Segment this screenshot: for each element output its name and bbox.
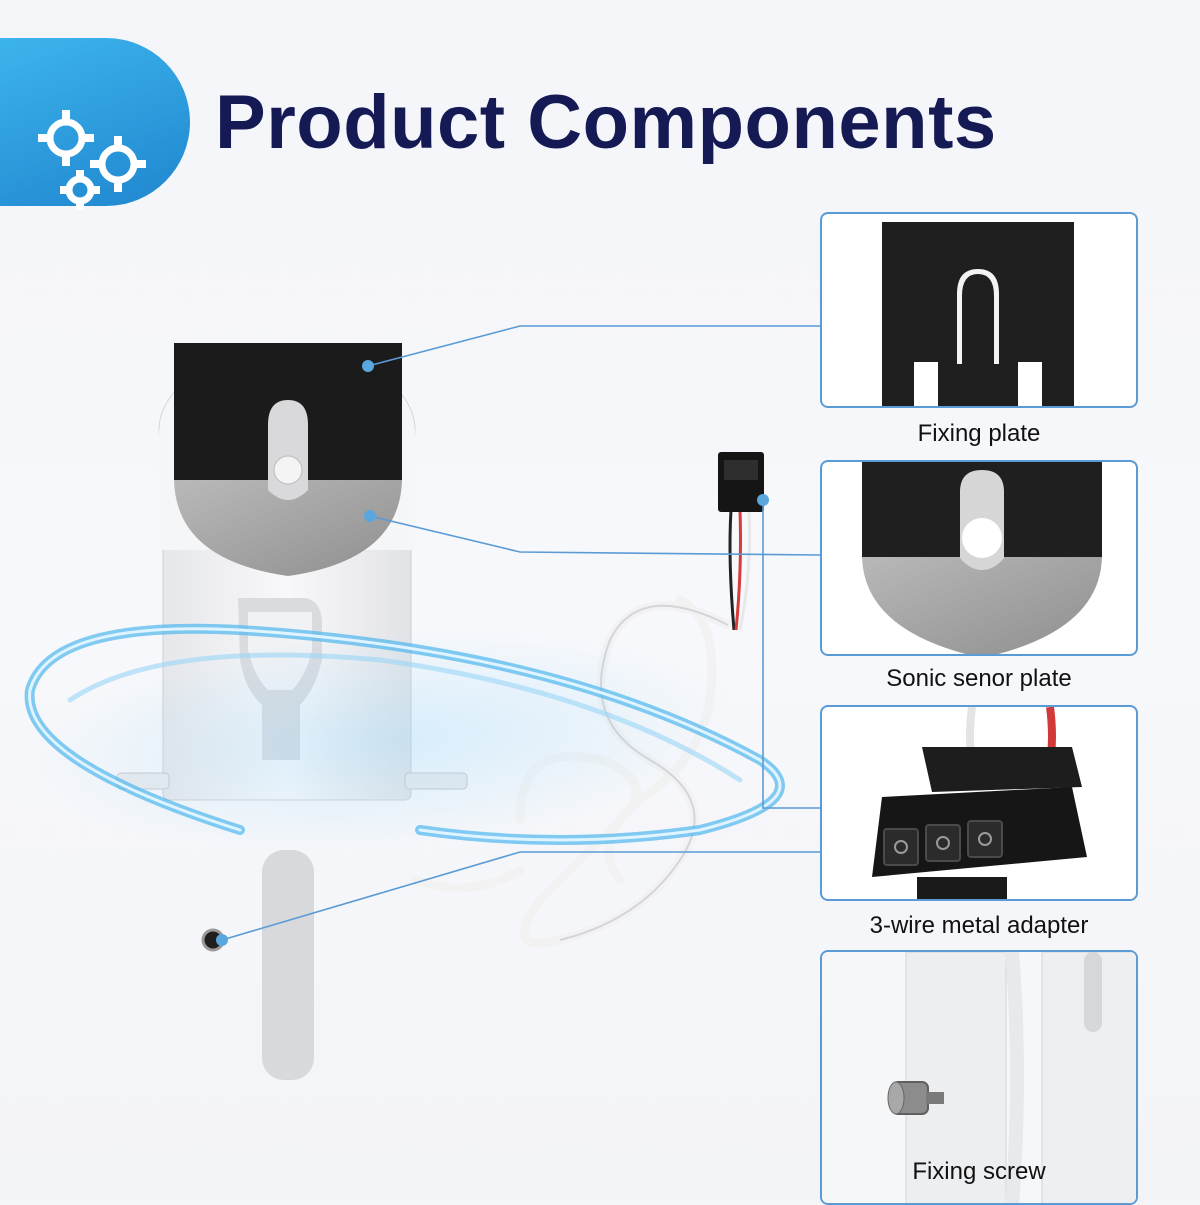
callout-line-sonic-sensor xyxy=(369,515,821,556)
three-wire-adapter-caption: 3-wire metal adapter xyxy=(869,912,1089,939)
sonic-sensor-plate-image xyxy=(862,462,1102,654)
callout-line-fixing-plate xyxy=(367,325,820,367)
fixing-screw-caption: Fixing screw xyxy=(912,1158,1046,1185)
callout-line-screw xyxy=(221,851,820,941)
sonic-sensor-plate-panel xyxy=(820,460,1138,656)
page-title: Product Components xyxy=(215,80,997,165)
sonic-sensor-plate-mark xyxy=(174,480,402,576)
sonic-sensor-plate-caption: Sonic senor plate xyxy=(886,665,1072,692)
header-tab xyxy=(0,38,190,210)
fixing-plate-panel xyxy=(820,212,1138,408)
fixing-plate-image xyxy=(882,222,1074,406)
gears-icon xyxy=(38,110,146,210)
three-wire-adapter-image xyxy=(872,707,1087,899)
three-wire-adapter-panel xyxy=(820,705,1138,901)
fixing-plate-caption: Fixing plate xyxy=(917,420,1041,447)
callout-line-adapter xyxy=(762,500,820,809)
fixing-screw-panel xyxy=(820,950,1138,1205)
fixing-screw-image xyxy=(822,952,1136,1203)
